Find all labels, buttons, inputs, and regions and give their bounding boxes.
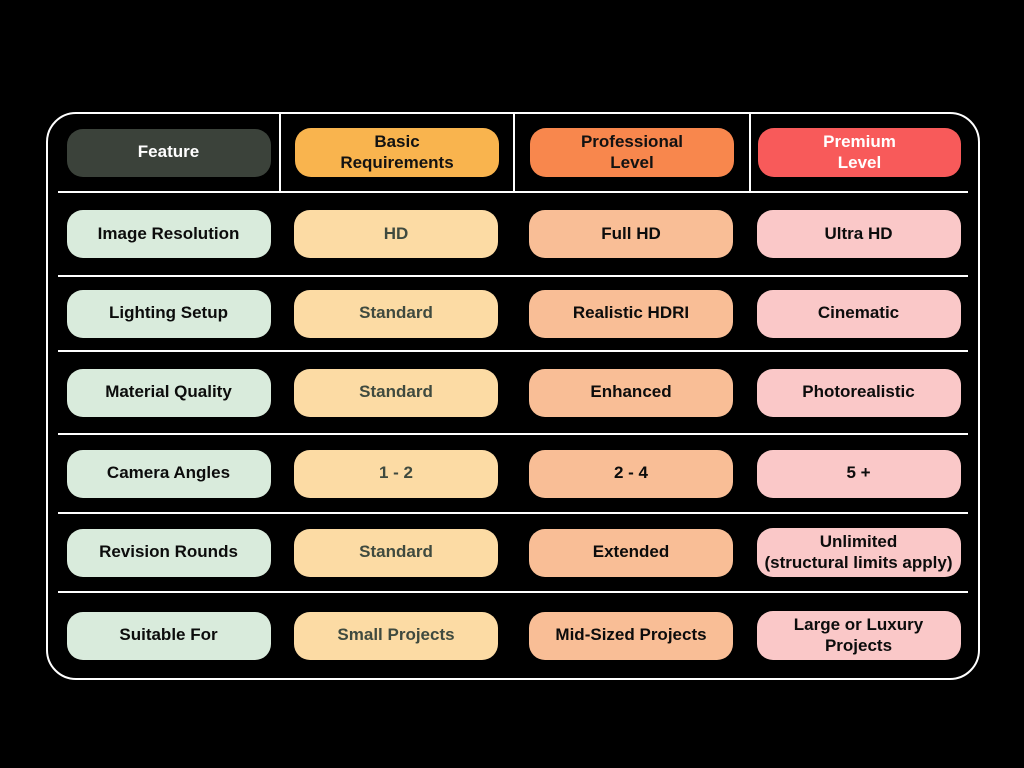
row-label-pill: Lighting Setup: [66, 289, 271, 338]
basic-value-pill: Standard: [294, 289, 498, 338]
premium-value-pill: Cinematic: [756, 289, 961, 338]
table-row-lighting-setup: Lighting Setup Standard Realistic HDRI C…: [58, 277, 968, 352]
cell: Material Quality: [58, 352, 279, 433]
cell: Photorealistic: [749, 352, 968, 433]
premium-value-pill: Ultra HD: [756, 210, 961, 258]
cell: 2 - 4: [513, 435, 749, 512]
cell: 5 +: [749, 435, 968, 512]
row-label-pill: Revision Rounds: [66, 528, 271, 577]
professional-value-pill: Full HD: [529, 210, 733, 258]
cell: Mid-Sized Projects: [513, 593, 749, 678]
cell: Large or Luxury Projects: [749, 593, 968, 678]
table-row-suitable-for: Suitable For Small Projects Mid-Sized Pr…: [58, 593, 968, 678]
header-cell-feature: Feature: [58, 114, 279, 191]
cell: Standard: [279, 277, 513, 350]
cell: Cinematic: [749, 277, 968, 350]
cell: Unlimited (structural limits apply): [749, 514, 968, 591]
cell: Realistic HDRI: [513, 277, 749, 350]
cell: Lighting Setup: [58, 277, 279, 350]
cell: Full HD: [513, 193, 749, 275]
basic-value-pill: 1 - 2: [294, 449, 498, 498]
header-cell-basic: Basic Requirements: [279, 114, 513, 191]
row-label-pill: Material Quality: [66, 368, 271, 417]
cell: Camera Angles: [58, 435, 279, 512]
table-row-material-quality: Material Quality Standard Enhanced Photo…: [58, 352, 968, 435]
table-row-camera-angles: Camera Angles 1 - 2 2 - 4 5 +: [58, 435, 968, 514]
professional-value-pill: 2 - 4: [529, 449, 733, 498]
feature-column-header: Feature: [66, 128, 271, 177]
cell: Suitable For: [58, 593, 279, 678]
header-cell-premium: Premium Level: [749, 114, 968, 191]
cell: Revision Rounds: [58, 514, 279, 591]
professional-value-pill: Realistic HDRI: [529, 289, 733, 338]
premium-value-pill: 5 +: [756, 449, 961, 498]
row-label-pill: Camera Angles: [66, 449, 271, 498]
premium-column-header: Premium Level: [757, 127, 962, 178]
basic-value-pill: Small Projects: [294, 611, 498, 660]
professional-value-pill: Mid-Sized Projects: [529, 611, 733, 660]
premium-value-pill: Large or Luxury Projects: [756, 610, 961, 661]
premium-value-pill: Photorealistic: [756, 368, 961, 417]
cell: Small Projects: [279, 593, 513, 678]
row-label-pill: Suitable For: [66, 611, 271, 660]
header-cell-professional: Professional Level: [513, 114, 749, 191]
table-row-image-resolution: Image Resolution HD Full HD Ultra HD: [58, 193, 968, 277]
comparison-table: Feature Basic Requirements Professional …: [46, 112, 980, 680]
table-row-revision-rounds: Revision Rounds Standard Extended Unlimi…: [58, 514, 968, 593]
basic-value-pill: Standard: [294, 528, 498, 577]
header-row: Feature Basic Requirements Professional …: [58, 114, 968, 193]
professional-value-pill: Extended: [529, 528, 733, 577]
cell: Image Resolution: [58, 193, 279, 275]
cell: Extended: [513, 514, 749, 591]
basic-column-header: Basic Requirements: [295, 127, 499, 178]
professional-column-header: Professional Level: [530, 127, 734, 178]
cell: Ultra HD: [749, 193, 968, 275]
basic-value-pill: HD: [294, 210, 498, 258]
cell: Standard: [279, 352, 513, 433]
cell: HD: [279, 193, 513, 275]
cell: Enhanced: [513, 352, 749, 433]
professional-value-pill: Enhanced: [529, 368, 733, 417]
premium-value-pill: Unlimited (structural limits apply): [756, 527, 961, 578]
row-label-pill: Image Resolution: [66, 210, 271, 258]
basic-value-pill: Standard: [294, 368, 498, 417]
cell: 1 - 2: [279, 435, 513, 512]
cell: Standard: [279, 514, 513, 591]
